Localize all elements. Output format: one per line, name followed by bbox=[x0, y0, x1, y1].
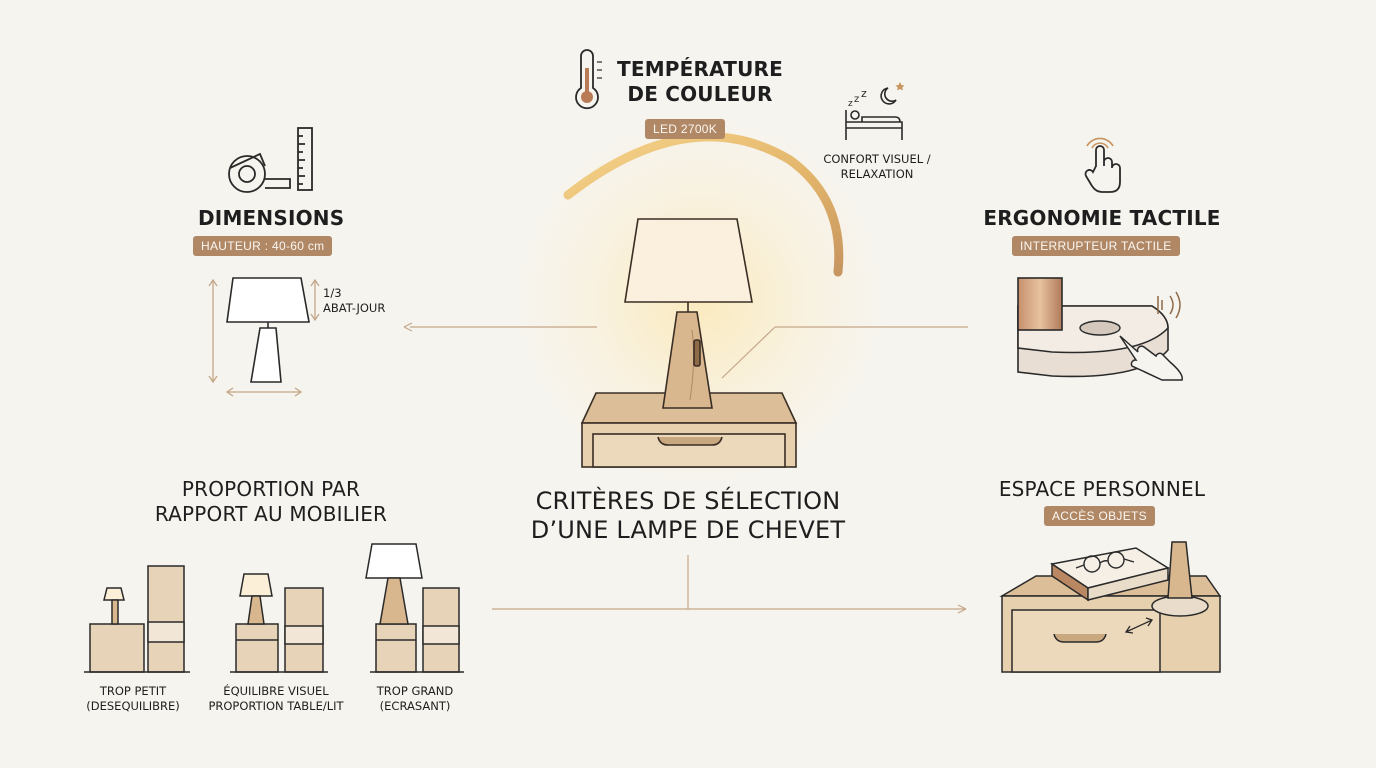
temperature-title: TEMPÉRATURE DE COULEUR bbox=[612, 57, 788, 107]
proportion-illustrations bbox=[84, 543, 464, 673]
proportion-case-1-line2: (DESEQUILIBRE) bbox=[86, 699, 180, 713]
proportion-title: PROPORTION PAR RAPPORT AU MOBILIER bbox=[126, 477, 416, 527]
dimensions-ratio-label: 1/3 ABAT-JOUR bbox=[323, 286, 385, 316]
sleep-bed-icon: z z z bbox=[845, 82, 905, 140]
ergonomie-title: ERGONOMIE TACTILE bbox=[983, 206, 1221, 230]
tape-measure-icon bbox=[228, 127, 313, 193]
thermometer-icon bbox=[575, 49, 602, 110]
dimensions-ratio-line1: 1/3 bbox=[323, 286, 342, 300]
svg-text:z: z bbox=[861, 87, 867, 100]
temperature-note-line2: RELAXATION bbox=[840, 167, 914, 181]
touch-switch-illustration bbox=[1017, 277, 1183, 381]
proportion-case-3: TROP GRAND (ECRASANT) bbox=[350, 684, 480, 714]
ergonomie-badge: INTERRUPTEUR TACTILE bbox=[1012, 236, 1180, 256]
proportion-case-2: ÉQUILIBRE VISUEL PROPORTION TABLE/LIT bbox=[196, 684, 356, 714]
proportion-case-3-line2: (ECRASANT) bbox=[379, 699, 451, 713]
svg-text:z: z bbox=[854, 94, 859, 105]
main-title-line2: D’UNE LAMPE DE CHEVET bbox=[530, 516, 846, 544]
main-title-line1: CRITÈRES DE SÉLECTION bbox=[535, 487, 841, 515]
proportion-case-2-line2: PROPORTION TABLE/LIT bbox=[208, 699, 344, 713]
nightstand-objects-illustration bbox=[999, 541, 1222, 673]
proportion-title-line1: PROPORTION PAR bbox=[181, 477, 361, 501]
proportion-title-line2: RAPPORT AU MOBILIER bbox=[154, 502, 388, 526]
proportion-case-1-line1: TROP PETIT bbox=[99, 684, 167, 698]
dimensions-ratio-line2: ABAT-JOUR bbox=[323, 301, 386, 315]
dimensions-title: DIMENSIONS bbox=[198, 206, 345, 230]
dimensions-lamp-diagram bbox=[208, 277, 320, 397]
temperature-title-line1: TEMPÉRATURE bbox=[617, 57, 783, 81]
temperature-note-line1: CONFORT VISUEL / bbox=[823, 152, 931, 166]
temperature-title-line2: DE COULEUR bbox=[627, 82, 773, 106]
touch-hand-icon bbox=[1084, 137, 1121, 193]
main-title: CRITÈRES DE SÉLECTION D’UNE LAMPE DE CHE… bbox=[505, 487, 871, 545]
espace-badge: ACCÈS OBJETS bbox=[1044, 506, 1155, 526]
proportion-case-2-line1: ÉQUILIBRE VISUEL bbox=[223, 684, 329, 698]
temperature-badge: LED 2700K bbox=[645, 119, 726, 139]
dimensions-badge: HAUTEUR : 40-60 cm bbox=[193, 236, 333, 256]
proportion-case-3-line1: TROP GRAND bbox=[376, 684, 454, 698]
espace-title: ESPACE PERSONNEL bbox=[998, 477, 1206, 501]
temperature-note: CONFORT VISUEL / RELAXATION bbox=[802, 152, 952, 182]
proportion-case-1: TROP PETIT (DESEQUILIBRE) bbox=[68, 684, 198, 714]
svg-text:z: z bbox=[848, 99, 853, 109]
